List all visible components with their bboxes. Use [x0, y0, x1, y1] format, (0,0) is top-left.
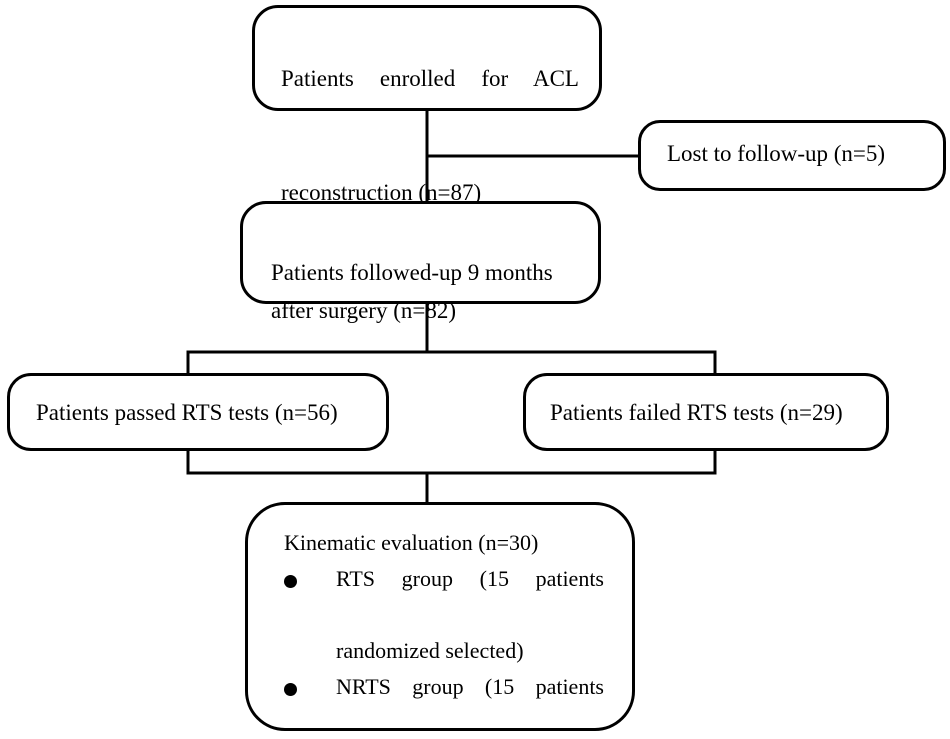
node-patients-failed-rts: Patients failed RTS tests (n=29) [523, 373, 889, 451]
node-kinematic-evaluation: Kinematic evaluation (n=30) RTS group (1… [245, 502, 635, 731]
kinematic-bullet-nrts-text: NRTS group (15 patients randomized selec… [310, 669, 604, 739]
bullet-dot-icon [284, 669, 310, 696]
node-patients-followed-up-line2: after surgery (n=82) [271, 298, 456, 323]
node-patients-followed-up-text: Patients followed-up 9 months after surg… [271, 216, 577, 330]
node-patients-enrolled-line1: Patients enrolled for ACL [281, 66, 579, 91]
kinematic-bullet-rts-line2: randomized selected) [336, 638, 524, 663]
node-lost-to-followup-text: Lost to follow-up (n=5) [667, 141, 886, 166]
node-patients-followed-up: Patients followed-up 9 months after surg… [240, 201, 601, 323]
kinematic-bullet-nrts-line1: NRTS group (15 patients [336, 674, 604, 699]
kinematic-bullet-nrts: NRTS group (15 patients randomized selec… [284, 669, 604, 739]
bullet-dot-icon [284, 561, 310, 588]
node-patients-enrolled-text: Patients enrolled for ACL reconstruction… [281, 22, 579, 250]
node-lost-to-followup: Lost to follow-up (n=5) [638, 120, 946, 191]
node-patients-enrolled-line2: reconstruction (n=87) [281, 180, 482, 205]
kinematic-bullet-rts: RTS group (15 patients randomized select… [284, 561, 604, 669]
kinematic-bullet-rts-line1: RTS group (15 patients [336, 566, 604, 591]
node-kinematic-evaluation-title: Kinematic evaluation (n=30) [284, 530, 539, 555]
node-patients-followed-up-line1: Patients followed-up 9 months [271, 260, 553, 285]
node-kinematic-evaluation-content: Kinematic evaluation (n=30) RTS group (1… [284, 525, 604, 739]
kinematic-bullet-rts-text: RTS group (15 patients randomized select… [310, 561, 604, 669]
node-patients-failed-rts-text: Patients failed RTS tests (n=29) [550, 400, 843, 425]
node-patients-passed-rts: Patients passed RTS tests (n=56) [7, 373, 389, 451]
node-patients-enrolled: Patients enrolled for ACL reconstruction… [252, 5, 602, 205]
node-patients-passed-rts-text: Patients passed RTS tests (n=56) [36, 400, 338, 425]
